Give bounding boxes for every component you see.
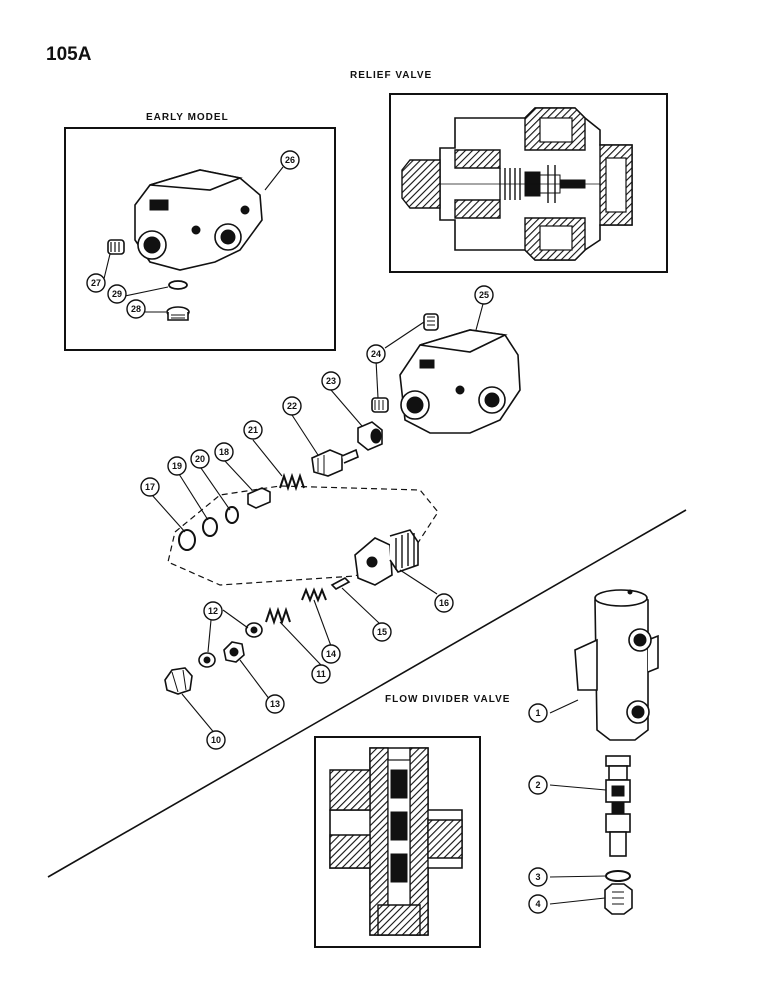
callout-10: 10 — [206, 730, 226, 750]
callout-20: 20 — [190, 449, 210, 469]
o-ring-17 — [178, 529, 196, 551]
callout-1: 1 — [528, 703, 548, 723]
callout-16-label: 16 — [439, 598, 449, 608]
plug-27 — [107, 239, 125, 255]
callout-4-label: 4 — [535, 899, 540, 909]
callout-21: 21 — [243, 420, 263, 440]
callout-28: 28 — [126, 299, 146, 319]
o-ring-3 — [605, 870, 631, 882]
leader-lines — [151, 303, 607, 905]
callout-22-label: 22 — [287, 401, 297, 411]
callout-11-label: 11 — [316, 669, 326, 679]
callout-24: 24 — [366, 344, 386, 364]
callout-11: 11 — [311, 664, 331, 684]
callout-23: 23 — [321, 371, 341, 391]
callout-3: 3 — [528, 867, 548, 887]
washer-19 — [202, 517, 218, 537]
spring-11 — [265, 606, 291, 626]
poppet-15 — [330, 577, 351, 590]
callout-15: 15 — [372, 622, 392, 642]
callout-19-label: 19 — [172, 461, 182, 471]
relief-valve-section-view — [389, 93, 668, 273]
page-number: 105A — [46, 44, 92, 65]
spring-21 — [279, 472, 305, 492]
flow-divider-body-1 — [574, 589, 659, 741]
plug-24-top — [423, 313, 439, 331]
callout-28-label: 28 — [131, 304, 141, 314]
callout-13: 13 — [265, 694, 285, 714]
relief-valve-title: RELIEF VALVE — [350, 70, 433, 81]
callout-17-label: 17 — [145, 482, 155, 492]
divider-line — [47, 509, 687, 878]
guide-18 — [247, 487, 271, 509]
assembly-group-outline — [167, 485, 439, 586]
callout-12: 12 — [203, 601, 223, 621]
callout-22: 22 — [282, 396, 302, 416]
callout-26-label: 26 — [285, 155, 295, 165]
early-model-valve-body — [134, 169, 263, 271]
callout-4: 4 — [528, 894, 548, 914]
callout-15-label: 15 — [377, 627, 387, 637]
callout-19: 19 — [167, 456, 187, 476]
callout-20-label: 20 — [195, 454, 205, 464]
callout-25: 25 — [474, 285, 494, 305]
spring-14 — [301, 587, 327, 603]
callout-10-label: 10 — [211, 735, 221, 745]
nut-13 — [223, 641, 245, 663]
callout-26: 26 — [280, 150, 300, 170]
callout-13-label: 13 — [270, 699, 280, 709]
callout-14-label: 14 — [326, 649, 336, 659]
acorn-nut-10 — [164, 667, 193, 695]
flow-divider-valve-title: FLOW DIVIDER VALVE — [385, 694, 511, 705]
callout-1-label: 1 — [535, 708, 540, 718]
early-model-title: EARLY MODEL — [146, 112, 229, 123]
seat-23 — [357, 421, 383, 451]
callout-3-label: 3 — [535, 872, 540, 882]
callout-17: 17 — [140, 477, 160, 497]
poppet-22 — [311, 448, 359, 477]
callout-2-label: 2 — [535, 780, 540, 790]
callout-29-label: 29 — [112, 289, 122, 299]
callout-16: 16 — [434, 593, 454, 613]
callout-2: 2 — [528, 775, 548, 795]
o-ring-29 — [168, 280, 188, 290]
callout-21-label: 21 — [248, 425, 258, 435]
callout-12-label: 12 — [208, 606, 218, 616]
callout-24-label: 24 — [371, 349, 381, 359]
callout-14: 14 — [321, 644, 341, 664]
callout-27-label: 27 — [91, 278, 101, 288]
callout-27: 27 — [86, 273, 106, 293]
washer-12-upper — [245, 622, 263, 638]
callout-23-label: 23 — [326, 376, 336, 386]
plug-4 — [604, 883, 633, 915]
callout-29: 29 — [107, 284, 127, 304]
callout-18-label: 18 — [219, 447, 229, 457]
washer-12-lower — [198, 652, 216, 668]
spool-2 — [605, 755, 631, 857]
flow-divider-section-view — [314, 736, 481, 948]
callout-18: 18 — [214, 442, 234, 462]
plug-24-side — [371, 397, 389, 413]
plug-28 — [166, 306, 190, 321]
relief-valve-body-25 — [399, 329, 521, 434]
callout-25-label: 25 — [479, 290, 489, 300]
washer-20 — [225, 506, 239, 524]
cap-16 — [354, 529, 419, 586]
